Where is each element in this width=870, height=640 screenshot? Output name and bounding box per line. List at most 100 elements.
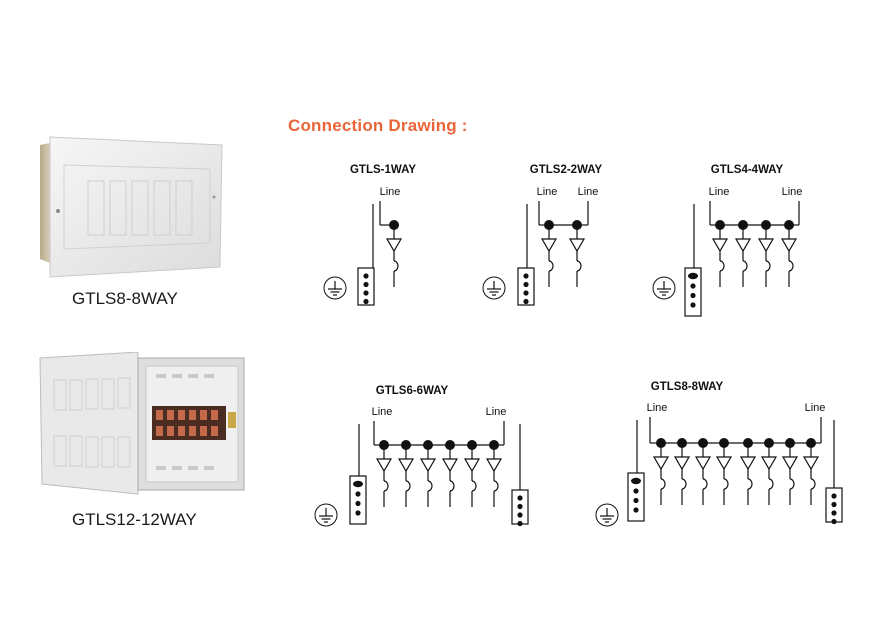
earth-circle xyxy=(652,276,676,300)
line-label: Line xyxy=(372,406,393,418)
breaker xyxy=(385,220,403,287)
breaker xyxy=(780,220,798,287)
breaker-symbol xyxy=(397,458,415,473)
breaker-symbol xyxy=(568,238,586,253)
breaker-symbol xyxy=(694,456,712,471)
breaker-symbol xyxy=(757,238,775,253)
line-label: Line xyxy=(805,402,826,414)
terminal-frame xyxy=(684,267,702,317)
breaker-symbol xyxy=(540,238,558,253)
neutral-bar xyxy=(353,480,363,488)
drawing-title: GTLS8-8WAY xyxy=(651,381,724,393)
breaker-symbol xyxy=(734,238,752,253)
terminal-screw xyxy=(363,273,369,279)
breaker-contact xyxy=(702,478,708,490)
neutral-bar xyxy=(631,477,641,485)
breaker-symbol xyxy=(485,458,503,473)
breaker-contact xyxy=(449,480,455,492)
product-caption-gtls12: GTLS12-12WAY xyxy=(72,510,197,529)
breaker-contact xyxy=(393,260,399,272)
line-label: Line xyxy=(709,186,730,198)
earth-symbol xyxy=(323,276,347,300)
breaker xyxy=(781,438,799,505)
terminal-screw xyxy=(523,290,529,296)
terminal-screw xyxy=(523,273,529,279)
terminal-screw xyxy=(633,488,639,494)
terminal-screw xyxy=(831,510,837,516)
earth-symbol xyxy=(314,503,338,527)
terminal-screw xyxy=(633,497,639,504)
drawing-8way: GTLS8-8WAY Line Line xyxy=(595,381,843,527)
line-label: Line xyxy=(647,402,668,414)
breaker-contact xyxy=(405,480,411,492)
product-caption-gtls8: GTLS8-8WAY xyxy=(72,289,178,308)
breaker-symbol xyxy=(385,238,403,253)
terminal-screw xyxy=(633,507,639,513)
drawing-1way: GTLS-1WAY Line xyxy=(323,164,416,306)
breaker-symbol xyxy=(463,458,481,473)
neutral-terminal xyxy=(517,267,535,306)
breaker-contact xyxy=(427,480,433,492)
terminal-screw xyxy=(523,281,529,288)
earth-circle xyxy=(595,503,619,527)
earth-circle xyxy=(482,276,506,300)
breaker-symbol xyxy=(673,456,691,471)
breaker xyxy=(757,220,775,287)
terminal-screw xyxy=(831,501,837,508)
breaker-contact xyxy=(471,480,477,492)
breaker-contact xyxy=(548,260,554,272)
breaker xyxy=(485,440,503,507)
breaker-contact xyxy=(788,260,794,272)
earth-circle xyxy=(314,503,338,527)
breaker-symbol xyxy=(802,456,820,471)
breaker xyxy=(739,438,757,505)
line-label: Line xyxy=(380,186,401,198)
breaker-symbol xyxy=(711,238,729,253)
neutral-terminal xyxy=(627,472,645,522)
earth-circle xyxy=(323,276,347,300)
breaker xyxy=(419,440,437,507)
breaker-symbol xyxy=(781,456,799,471)
breaker xyxy=(568,220,586,287)
terminal-screw xyxy=(517,495,523,501)
breaker xyxy=(652,438,670,505)
breaker-contact xyxy=(383,480,389,492)
terminal-screw xyxy=(831,493,837,499)
breaker xyxy=(673,438,691,505)
neutral-terminal xyxy=(684,267,702,317)
terminal-screw xyxy=(690,302,696,308)
breaker-symbol xyxy=(419,458,437,473)
terminal-frame xyxy=(349,475,367,525)
terminal-screw xyxy=(690,292,696,299)
breaker-contact xyxy=(789,478,795,490)
breaker-contact xyxy=(747,478,753,490)
neutral-terminal-2 xyxy=(511,489,529,527)
drawing-title: GTLS6-6WAY xyxy=(376,385,449,397)
breaker xyxy=(375,440,393,507)
drawing-title: GTLS2-2WAY xyxy=(530,164,603,176)
breaker xyxy=(540,220,558,287)
breaker-symbol xyxy=(760,456,778,471)
drawing-title: GTLS-1WAY xyxy=(350,164,416,176)
breaker xyxy=(760,438,778,505)
terminal-screw xyxy=(831,518,837,525)
breaker-contact xyxy=(660,478,666,490)
breaker xyxy=(694,438,712,505)
terminal-screw xyxy=(363,281,369,288)
terminal-screw xyxy=(517,520,523,527)
terminal-screw xyxy=(355,510,361,516)
terminal-frame xyxy=(627,472,645,522)
terminal-screw xyxy=(690,283,696,289)
breaker xyxy=(711,220,729,287)
breaker-contact xyxy=(576,260,582,272)
product-photo-closed-panel xyxy=(38,135,228,285)
breaker-contact xyxy=(681,478,687,490)
terminal-screw xyxy=(355,500,361,507)
earth-symbol xyxy=(652,276,676,300)
breaker xyxy=(463,440,481,507)
neutral-terminal xyxy=(349,475,367,525)
breaker-contact xyxy=(742,260,748,272)
